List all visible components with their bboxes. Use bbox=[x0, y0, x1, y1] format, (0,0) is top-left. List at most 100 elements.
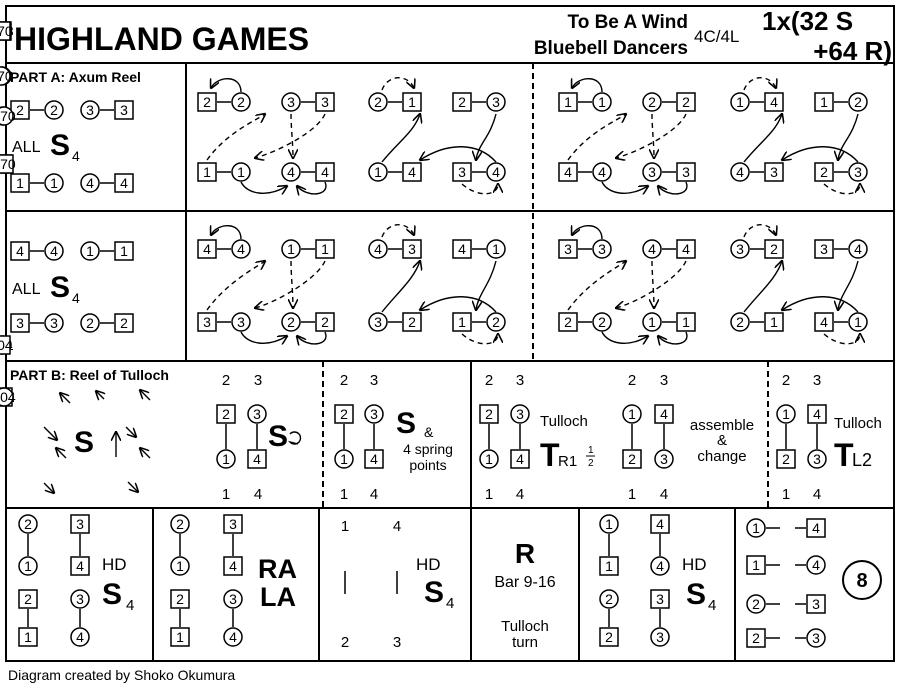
woman-circle-icon: 1 bbox=[730, 92, 750, 112]
svg-text:1: 1 bbox=[86, 243, 94, 259]
part-a-left-1: ALL S 4 bbox=[12, 129, 80, 164]
pos-label: 2 bbox=[341, 634, 349, 651]
path-arrow bbox=[658, 181, 688, 194]
man-square-icon: 1 bbox=[452, 312, 472, 332]
svg-text:3: 3 bbox=[812, 630, 820, 646]
svg-text:2: 2 bbox=[340, 406, 348, 422]
path-arrow bbox=[381, 261, 420, 313]
svg-text:2: 2 bbox=[408, 314, 416, 330]
man-square-icon: 4 bbox=[315, 162, 335, 182]
pos-label: 1 bbox=[341, 518, 349, 535]
step-s: S bbox=[424, 576, 444, 609]
woman-circle-icon: 2 bbox=[368, 92, 388, 112]
woman-circle-icon: 4 bbox=[223, 627, 243, 647]
woman-circle-icon: 2 bbox=[80, 313, 100, 333]
man-square-icon: 3 bbox=[10, 313, 30, 333]
man-square-icon: 1 bbox=[114, 241, 134, 261]
svg-text:4: 4 bbox=[237, 241, 245, 257]
woman-circle-icon: 3 bbox=[650, 627, 670, 647]
path-arrow bbox=[255, 113, 326, 158]
man-square-icon: 4 bbox=[197, 239, 217, 259]
man-square-icon: 4 bbox=[247, 449, 267, 469]
woman-circle-icon: 2 bbox=[281, 312, 301, 332]
svg-text:2: 2 bbox=[24, 516, 32, 532]
woman-circle-icon: 1 bbox=[622, 404, 642, 424]
woman-circle-icon: 4 bbox=[592, 162, 612, 182]
svg-text:4: 4 bbox=[564, 164, 572, 180]
path-arrow bbox=[420, 146, 497, 163]
svg-text:2: 2 bbox=[458, 94, 466, 110]
woman-circle-icon: 3 bbox=[368, 312, 388, 332]
path-arrow bbox=[601, 331, 648, 343]
svg-text:2: 2 bbox=[237, 94, 245, 110]
path-arrow bbox=[572, 79, 603, 93]
svg-text:604: 604 bbox=[0, 389, 16, 405]
man-square-icon: 3 bbox=[114, 100, 134, 120]
man-square-icon: 4 bbox=[114, 173, 134, 193]
svg-text:4: 4 bbox=[229, 629, 237, 645]
path-arrow bbox=[572, 226, 603, 240]
woman-circle-icon: 1 bbox=[848, 312, 868, 332]
tulloch-label: Tulloch bbox=[834, 415, 882, 432]
svg-text:4: 4 bbox=[86, 175, 94, 191]
woman-circle-icon: 4 bbox=[281, 162, 301, 182]
path-arrow bbox=[652, 260, 654, 308]
woman-circle-icon: 2 bbox=[848, 92, 868, 112]
turn-l2: L2 bbox=[852, 450, 872, 470]
repeat-line-2: +64 R) bbox=[813, 36, 892, 66]
man-square-icon: 2 bbox=[599, 627, 619, 647]
man-square-icon: 1 bbox=[599, 556, 619, 576]
pos-label: 3 bbox=[660, 372, 668, 389]
svg-text:1: 1 bbox=[770, 314, 778, 330]
svg-text:4: 4 bbox=[374, 241, 382, 257]
part-b-frame-6: 2 3 1 4 Tulloch T L2 bbox=[782, 372, 882, 503]
man-square-icon: 1 bbox=[315, 239, 335, 259]
svg-text:2: 2 bbox=[374, 94, 382, 110]
svg-text:4: 4 bbox=[648, 241, 656, 257]
svg-text:4: 4 bbox=[682, 241, 690, 257]
man-square-icon: 3 bbox=[70, 514, 90, 534]
woman-circle-icon: 3 bbox=[247, 404, 267, 424]
pos-label: 1 bbox=[628, 486, 636, 503]
svg-text:3: 3 bbox=[516, 406, 524, 422]
setting-s: S bbox=[268, 420, 288, 453]
svg-text:4: 4 bbox=[660, 406, 668, 422]
svg-text:3: 3 bbox=[253, 406, 261, 422]
woman-circle-icon: 1 bbox=[334, 449, 354, 469]
svg-text:1: 1 bbox=[458, 314, 466, 330]
svg-text:1: 1 bbox=[605, 516, 613, 532]
path-arrow bbox=[240, 331, 287, 343]
man-square-icon: 2 bbox=[558, 312, 578, 332]
man-square-icon: 1 bbox=[814, 92, 834, 112]
man-square-icon: 2 bbox=[746, 628, 766, 648]
woman-circle-icon: 2 bbox=[599, 589, 619, 609]
svg-text:4: 4 bbox=[656, 516, 664, 532]
woman-circle-icon: 4 bbox=[730, 162, 750, 182]
svg-text:4: 4 bbox=[854, 241, 862, 257]
pos-label: 3 bbox=[516, 372, 524, 389]
svg-text:2: 2 bbox=[628, 451, 636, 467]
step-bars: 4 bbox=[72, 290, 80, 306]
svg-text:4: 4 bbox=[656, 558, 664, 574]
man-square-icon: 2 bbox=[479, 404, 499, 424]
path-arrow bbox=[381, 224, 414, 237]
music-title: To Be A Wind bbox=[568, 12, 689, 33]
man-square-icon: 4 bbox=[814, 312, 834, 332]
man-square-icon: 1 bbox=[676, 312, 696, 332]
svg-text:4: 4 bbox=[820, 314, 828, 330]
woman-circle-icon: 3 bbox=[281, 92, 301, 112]
man-square-icon: 1 bbox=[764, 312, 784, 332]
man-square-icon: 3 bbox=[676, 162, 696, 182]
woman-circle-icon: 1 bbox=[44, 173, 64, 193]
woman-circle-icon: 4 bbox=[650, 556, 670, 576]
svg-text:2: 2 bbox=[736, 314, 744, 330]
path-arrow bbox=[601, 181, 648, 193]
pos-label: 3 bbox=[393, 634, 401, 651]
man-square-icon: 4 bbox=[402, 162, 422, 182]
grid-lines bbox=[5, 62, 895, 662]
pos-label: 2 bbox=[782, 372, 790, 389]
svg-text:3: 3 bbox=[820, 241, 828, 257]
path-arrows bbox=[43, 77, 860, 493]
man-square-icon: 2 bbox=[18, 589, 38, 609]
path-arrow bbox=[255, 260, 326, 308]
